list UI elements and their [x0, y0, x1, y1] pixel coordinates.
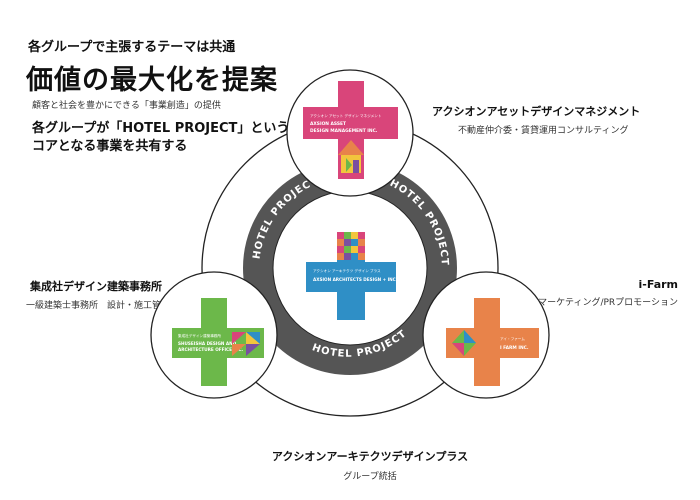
- company-asset-desc: 不動産仲介委・賃貸運用コンサルティング: [458, 126, 629, 136]
- company-farm: i-Farm マーケティング/PRプロモーション: [538, 278, 678, 308]
- mosaic-tile: [337, 246, 344, 253]
- mosaic-tile: [351, 232, 358, 239]
- mosaic-tile: [351, 239, 358, 246]
- mosaic-tile: [358, 239, 365, 246]
- logo-plus: アクシオン アーキテクツ デザイン プラス AXSION ARCHITECTS …: [306, 232, 398, 320]
- mosaic-tile: [351, 253, 358, 260]
- mosaic-tile: [344, 246, 351, 253]
- svg-text:集成社デザイン建築事務所: 集成社デザイン建築事務所: [178, 333, 222, 338]
- mosaic-tile: [337, 253, 344, 260]
- company-asset: アクシオンアセットデザインマネジメント 不動産仲介委・賃貸運用コンサルティング: [432, 103, 640, 136]
- mosaic-tile: [344, 253, 351, 260]
- company-plus-desc: グループ統括: [343, 472, 397, 482]
- statement-line-1: 各グループが「HOTEL PROJECT」という: [32, 121, 290, 136]
- mosaic-tile: [344, 239, 351, 246]
- svg-text:ARCHITECTURE OFFICE INC.: ARCHITECTURE OFFICE INC.: [178, 347, 244, 352]
- svg-text:アクシオン アセット デザイン マネジメント: アクシオン アセット デザイン マネジメント: [310, 113, 382, 118]
- mosaic-motif: [337, 232, 365, 260]
- mosaic-tile: [337, 239, 344, 246]
- company-plus-name: アクシオンアーキテクツデザインプラス: [271, 450, 469, 463]
- company-architects-name: 集成社デザイン建築事務所: [30, 280, 162, 293]
- svg-text:SHUSEISHA DESIGN AND: SHUSEISHA DESIGN AND: [178, 341, 237, 346]
- svg-text:アクシオン アーキテクツ デザイン プラス: アクシオン アーキテクツ デザイン プラス: [313, 268, 381, 273]
- tagline: 顧客と社会を豊かにできる「事業創造」の提供: [32, 101, 221, 111]
- company-asset-name: アクシオンアセットデザインマネジメント: [432, 105, 641, 118]
- mosaic-tile: [344, 232, 351, 239]
- statement: 各グループが「HOTEL PROJECT」という コアとなる事業を共有する: [32, 120, 289, 156]
- mosaic-tile: [358, 253, 365, 260]
- company-farm-name: i-Farm: [638, 278, 678, 291]
- company-farm-desc: マーケティング/PRプロモーション: [538, 298, 678, 308]
- logo-farm: アイ・ファーム I FARM INC.: [446, 298, 539, 386]
- mosaic-tile: [337, 232, 344, 239]
- mosaic-tile: [358, 232, 365, 239]
- svg-text:DESIGN MANAGEMENT INC.: DESIGN MANAGEMENT INC.: [310, 128, 378, 134]
- logo-asset: アクシオン アセット デザイン マネジメント AXSION ASSET DESI…: [303, 81, 398, 179]
- logo-architects: 集成社デザイン建築事務所 SHUSEISHA DESIGN AND ARCHIT…: [172, 298, 264, 386]
- mosaic-tile: [358, 246, 365, 253]
- svg-text:I FARM INC.: I FARM INC.: [500, 345, 529, 351]
- company-architects-desc: 一級建築士事務所 設計・施工管理: [26, 301, 171, 311]
- svg-text:AXSION ASSET: AXSION ASSET: [310, 121, 346, 127]
- subtitle: 各グループで主張するテーマは共通: [28, 40, 236, 55]
- company-architects: 集成社デザイン建築事務所 一級建築士事務所 設計・施工管理: [26, 278, 170, 311]
- statement-line-2: コアとなる事業を共有する: [32, 139, 188, 154]
- svg-text:AXSION ARCHITECTS DESIGN + INC: AXSION ARCHITECTS DESIGN + INC.: [313, 277, 398, 282]
- mosaic-tile: [351, 246, 358, 253]
- page-title: 価値の最大化を提案: [26, 65, 278, 96]
- company-plus: アクシオンアーキテクツデザインプラス グループ統括: [250, 448, 490, 482]
- svg-text:アイ・ファーム: アイ・ファーム: [500, 336, 525, 341]
